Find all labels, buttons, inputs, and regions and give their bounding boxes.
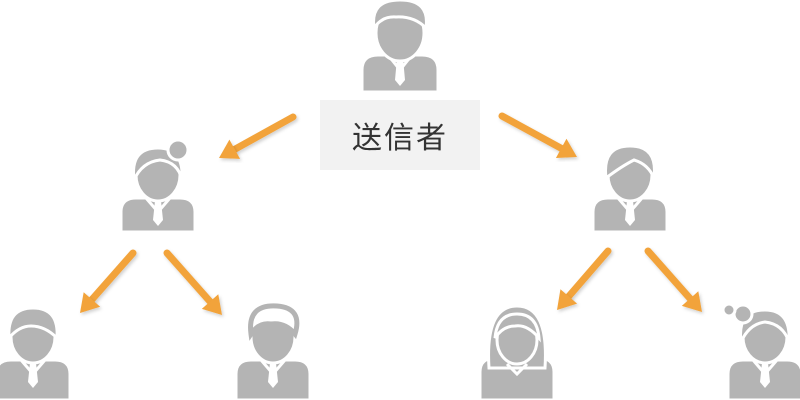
arrow-right-to-leaf4 <box>644 247 694 303</box>
arrow-sender-to-left-head <box>219 139 241 159</box>
level2-person-3 <box>478 304 556 400</box>
arrow-sender-to-right <box>498 112 565 152</box>
woman-bun-icon <box>119 138 197 234</box>
arrow-right-to-leaf3 <box>565 247 612 300</box>
arrow-left-to-leaf2 <box>163 249 214 306</box>
arrow-sender-to-right-head <box>555 138 577 159</box>
level1-left-person <box>119 138 197 234</box>
woman-bun-icon <box>721 302 800 400</box>
arrow-sender-to-left <box>231 113 297 153</box>
man-side-part-icon <box>591 144 669 234</box>
arrows <box>80 112 702 315</box>
arrow-left-to-leaf1-head <box>80 292 101 313</box>
level2-person-1 <box>0 306 72 400</box>
man-tie-icon <box>360 0 440 94</box>
sender-label: 送信者 <box>320 100 480 170</box>
arrow-left-to-leaf1 <box>88 249 137 304</box>
arrow-right-to-leaf3-head <box>557 289 578 310</box>
level1-right-person <box>591 144 669 234</box>
man-outline-hair-icon <box>234 303 312 400</box>
arrow-left-to-leaf2-head <box>201 294 222 315</box>
sender-person <box>360 0 440 94</box>
woman-long-hair-icon <box>478 304 556 400</box>
man-short-hair-icon <box>0 306 72 400</box>
level2-person-4 <box>721 302 800 400</box>
level2-person-2 <box>234 303 312 400</box>
arrow-right-to-leaf4-head <box>681 291 702 312</box>
